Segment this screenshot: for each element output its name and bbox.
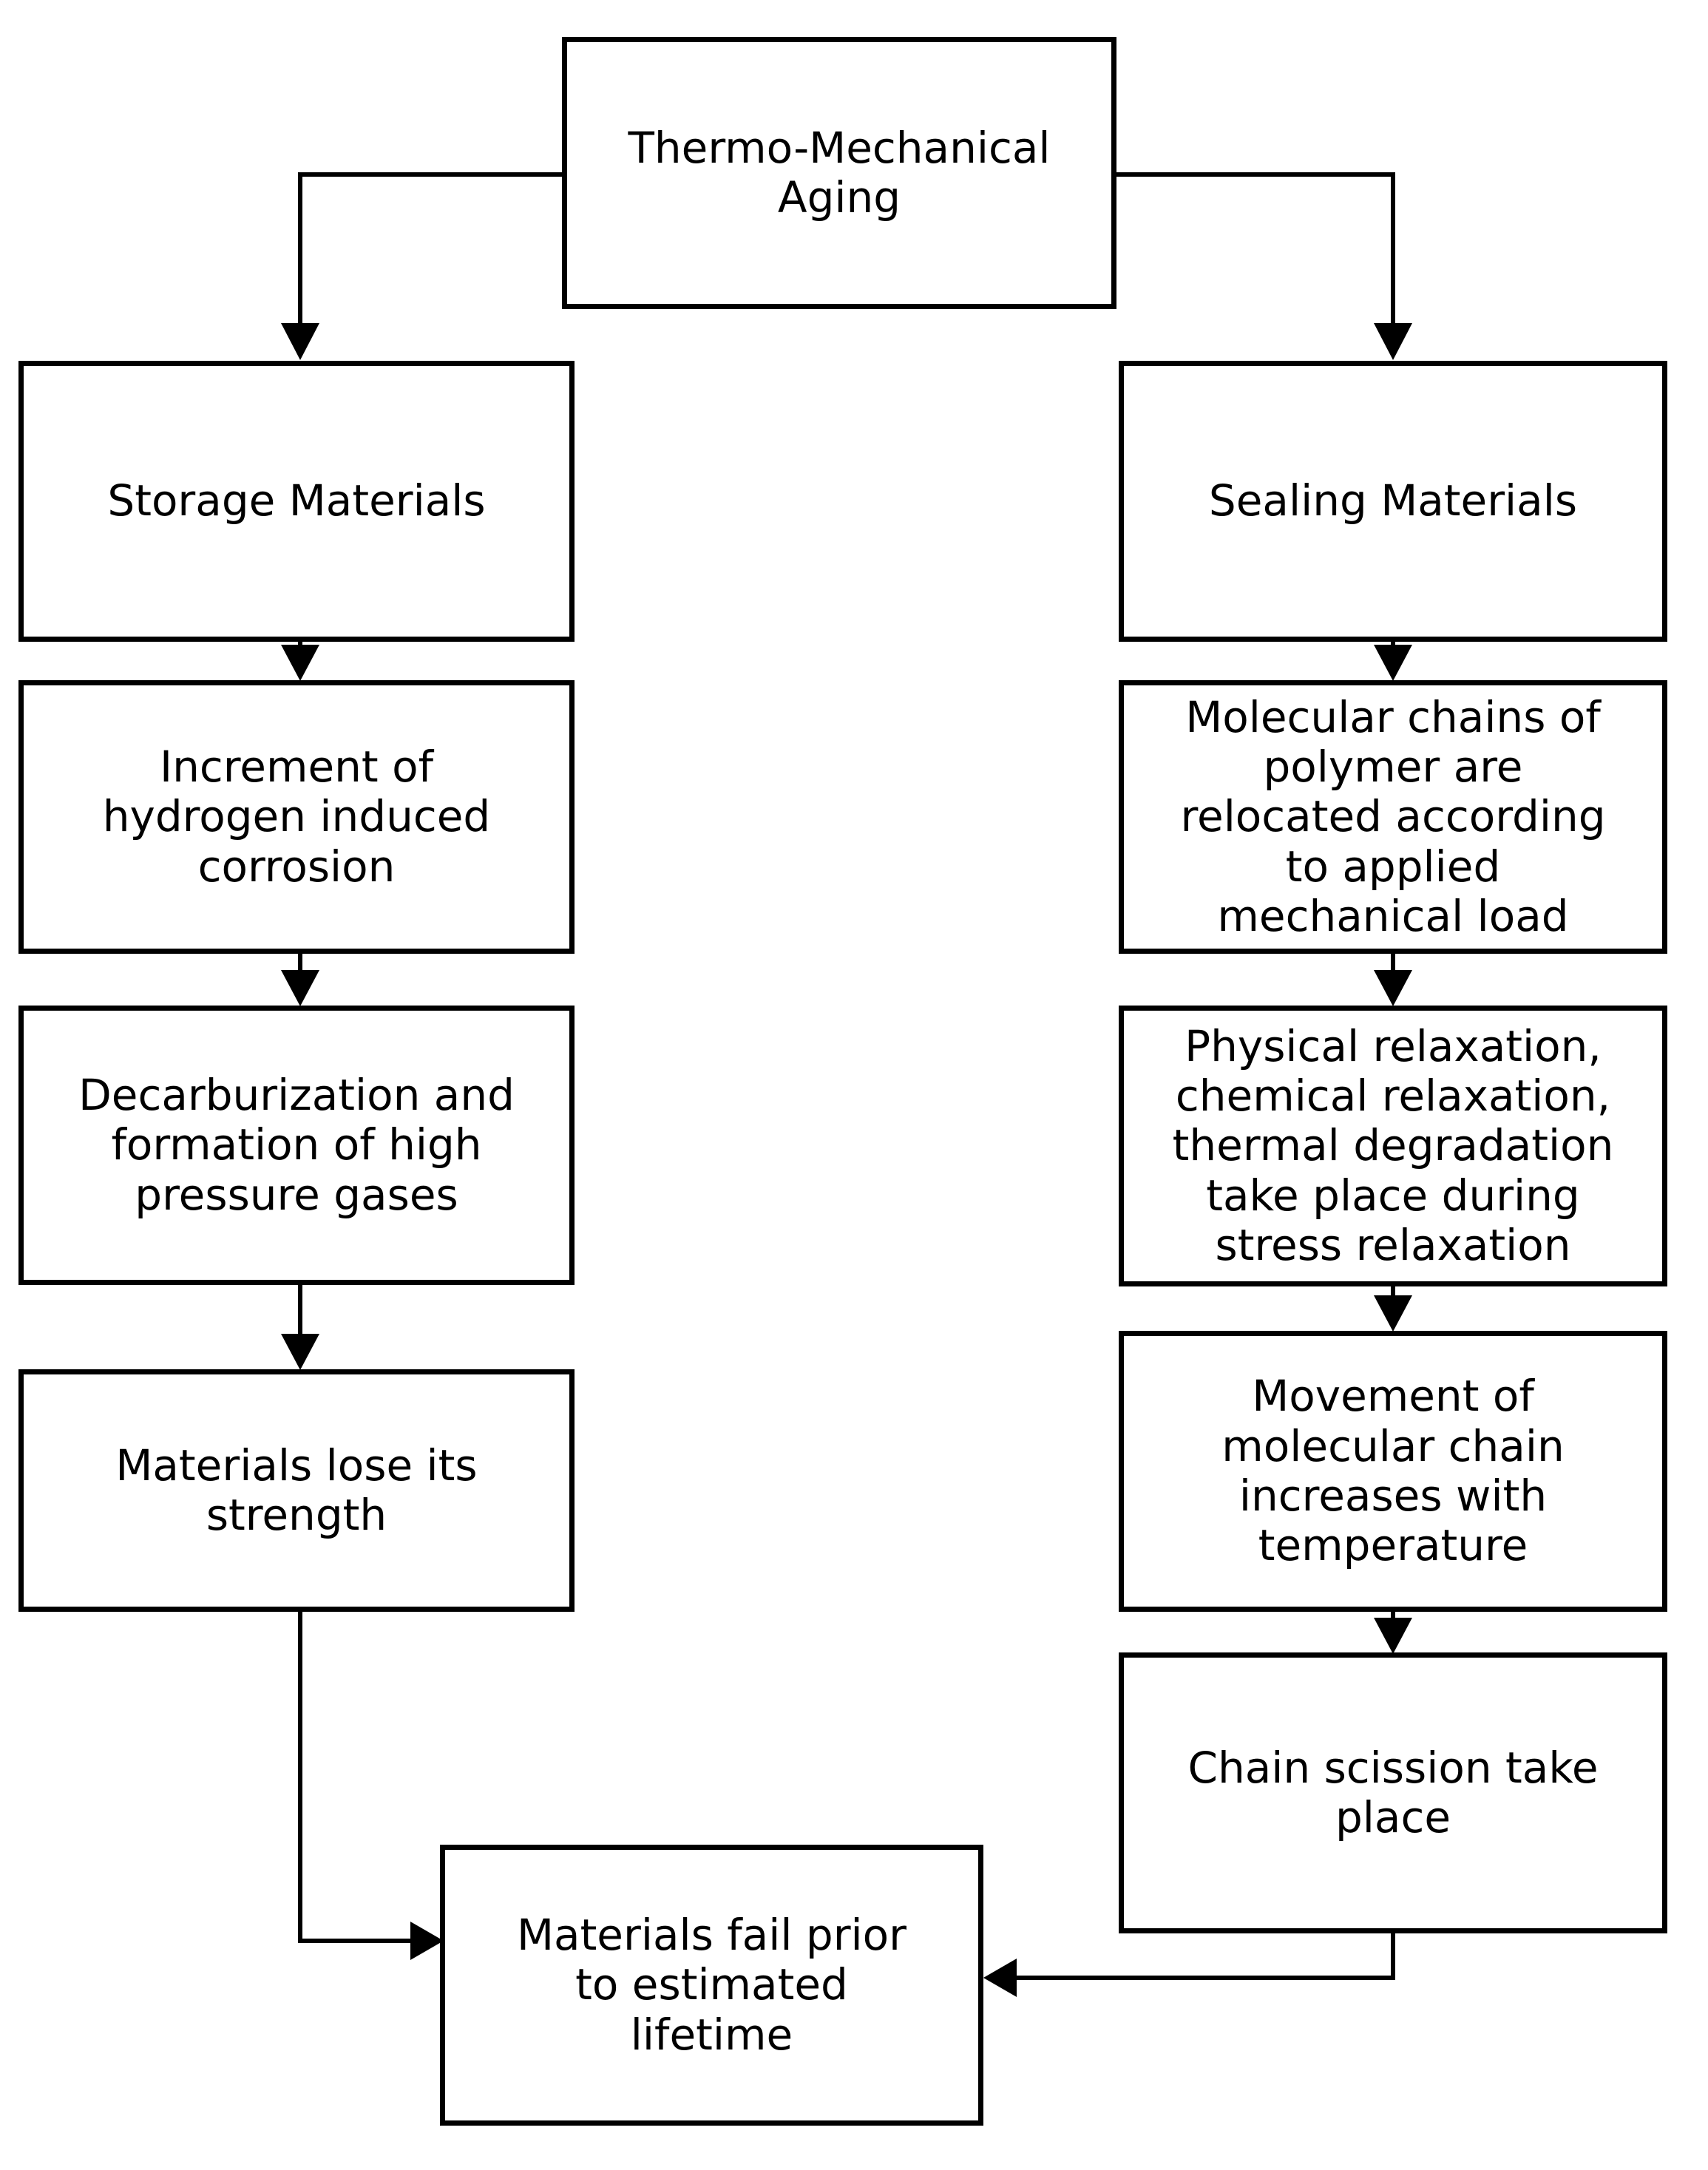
node-label: Materials lose its strength xyxy=(115,1440,478,1540)
node-label: Thermo-Mechanical Aging xyxy=(628,122,1051,223)
edge-relaxation-to-movement xyxy=(1374,1286,1412,1332)
node-molecular-chains-relocated[interactable]: Molecular chains of polymer are relocate… xyxy=(1119,680,1667,954)
node-physical-chemical-relaxation[interactable]: Physical relaxation, chemical relaxation… xyxy=(1119,1006,1667,1286)
node-label: Materials fail prior to estimated lifeti… xyxy=(516,1910,906,2060)
edge-root-to-sealing-materials xyxy=(1116,172,1412,360)
edge-chain-scission-to-outcome xyxy=(983,1933,1395,1997)
node-label: Increment of hydrogen induced corrosion xyxy=(102,742,491,892)
node-sealing-materials[interactable]: Sealing Materials xyxy=(1119,361,1667,642)
node-label: Physical relaxation, chemical relaxation… xyxy=(1172,1020,1614,1270)
node-label: Movement of molecular chain increases wi… xyxy=(1221,1371,1565,1571)
node-label: Decarburization and formation of high pr… xyxy=(78,1070,515,1220)
edge-molecular-chains-to-relaxation xyxy=(1374,954,1412,1006)
node-label: Molecular chains of polymer are relocate… xyxy=(1180,691,1606,941)
node-materials-fail-prior-lifetime[interactable]: Materials fail prior to estimated lifeti… xyxy=(440,1845,983,2126)
edge-root-to-storage-materials xyxy=(281,172,562,360)
node-thermo-mechanical-aging[interactable]: Thermo-Mechanical Aging xyxy=(562,37,1116,309)
node-chain-scission[interactable]: Chain scission take place xyxy=(1119,1652,1667,1933)
edge-lose-strength-to-outcome xyxy=(298,1612,444,1960)
node-label: Storage Materials xyxy=(107,475,486,526)
node-label: Chain scission take place xyxy=(1187,1742,1599,1842)
node-movement-molecular-chain[interactable]: Movement of molecular chain increases wi… xyxy=(1119,1331,1667,1612)
edge-decarburization-to-lose-strength xyxy=(281,1285,319,1370)
node-storage-materials[interactable]: Storage Materials xyxy=(18,361,575,642)
node-increment-hydrogen-corrosion[interactable]: Increment of hydrogen induced corrosion xyxy=(18,680,575,954)
node-decarburization-high-pressure-gases[interactable]: Decarburization and formation of high pr… xyxy=(18,1006,575,1285)
edge-movement-to-chain-scission xyxy=(1374,1612,1412,1654)
node-label: Sealing Materials xyxy=(1208,475,1578,526)
edge-increment-to-decarburization xyxy=(281,954,319,1006)
edge-sealing-materials-to-molecular-chains xyxy=(1374,642,1412,681)
edge-storage-materials-to-increment xyxy=(281,642,319,681)
node-materials-lose-strength[interactable]: Materials lose its strength xyxy=(18,1369,575,1612)
